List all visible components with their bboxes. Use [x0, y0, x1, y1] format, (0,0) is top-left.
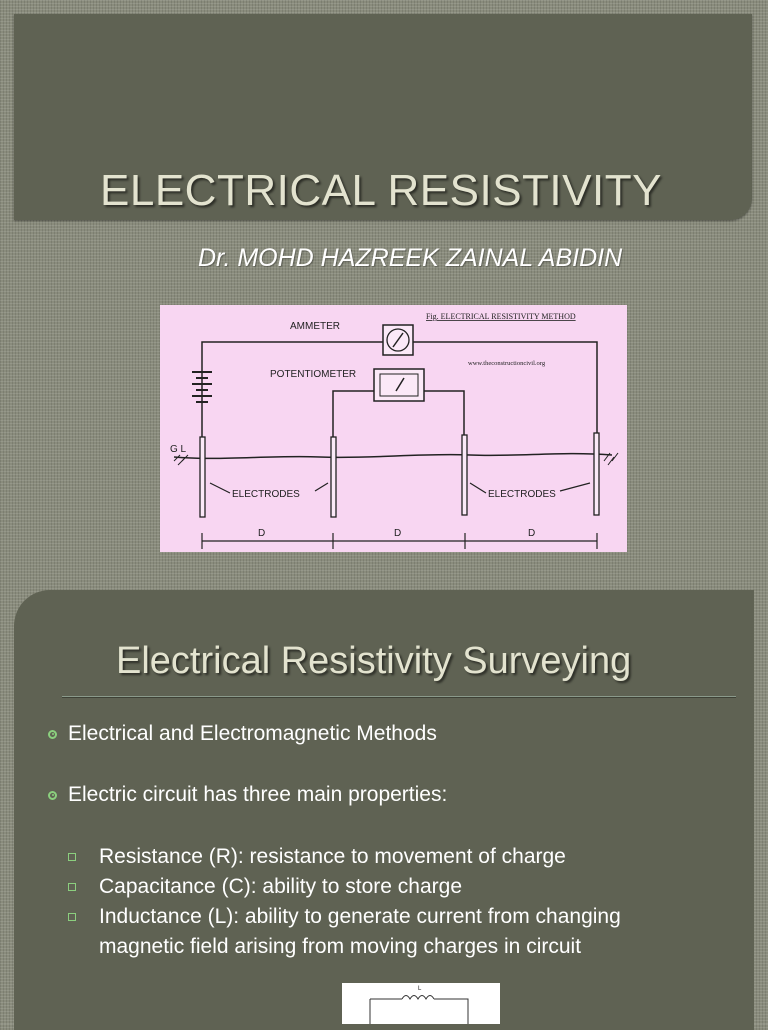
- ammeter-label: AMMETER: [290, 321, 340, 332]
- slide-1: ELECTRICAL RESISTIVITY Dr. MOHD HAZREEK …: [14, 14, 752, 552]
- title-divider: [62, 696, 736, 698]
- bullet-item: Electric circuit has three main properti…: [48, 780, 447, 810]
- sub-bullet-text: Capacitance (C): ability to store charge: [99, 875, 462, 898]
- electrodes-label-left: ELECTRODES: [232, 489, 300, 500]
- content-panel: Electrical Resistivity Surveying: [14, 590, 754, 1030]
- diagram-caption: Fig. ELECTRICAL RESISTIVITY METHOD: [426, 312, 576, 321]
- bullet-item: Electrical and Electromagnetic Methods: [48, 719, 437, 749]
- sub-bullet-item: Resistance (R): resistance to movement o…: [68, 842, 699, 872]
- square-bullet-icon: [68, 853, 76, 861]
- current-circuit-wire: [201, 341, 598, 439]
- bullet-icon: [48, 790, 57, 800]
- author-name: Dr. MOHD HAZREEK ZAINAL ABIDIN: [198, 244, 623, 272]
- ground-label: G L: [170, 444, 187, 455]
- electrodes-label-right: ELECTRODES: [488, 489, 556, 500]
- ground-hatch-right: [603, 452, 619, 466]
- slide-2: Electrical Resistivity Surveying Electri…: [0, 590, 768, 1030]
- sub-bullet-text: Inductance (L): ability to generate curr…: [99, 905, 621, 958]
- spacing-label-3: D: [528, 528, 535, 539]
- electrode-4: [593, 432, 600, 516]
- potentiometer-icon: [373, 368, 425, 402]
- diagram-website: www.theconstructioncivil.org: [468, 360, 546, 367]
- ground-line: [173, 452, 613, 460]
- electrode-3: [461, 434, 468, 516]
- section-title: Electrical Resistivity Surveying: [116, 640, 632, 682]
- bullet-icon: [48, 729, 57, 739]
- inductor-coil: [401, 995, 435, 1001]
- bullet-text: Electric circuit has three main properti…: [68, 783, 448, 806]
- bullet-text: Electrical and Electromagnetic Methods: [68, 722, 437, 745]
- inductor-circuit-svg: L: [369, 986, 469, 1024]
- ground-hatch-left: [173, 454, 189, 466]
- sub-bullet-item: Capacitance (C): ability to store charge: [68, 872, 699, 902]
- circuit-mini-diagram: L: [342, 983, 500, 1024]
- electrode-2: [330, 436, 337, 518]
- sub-bullet-text: Resistance (R): resistance to movement o…: [99, 845, 566, 868]
- spacing-label-2: D: [394, 528, 401, 539]
- ammeter-icon: [382, 324, 414, 356]
- resistivity-method-diagram: Fig. ELECTRICAL RESISTIVITY METHOD www.t…: [160, 305, 627, 552]
- sub-bullet-item: Inductance (L): ability to generate curr…: [68, 902, 699, 962]
- spacing-label-1: D: [258, 528, 265, 539]
- potentiometer-label: POTENTIOMETER: [270, 369, 356, 380]
- electrode-1: [199, 436, 206, 518]
- square-bullet-icon: [68, 913, 76, 921]
- diagram-svg: Fig. ELECTRICAL RESISTIVITY METHOD www.t…: [170, 312, 619, 549]
- spacing-dimension: [201, 533, 598, 549]
- battery-icon: [192, 371, 212, 403]
- square-bullet-icon: [68, 883, 76, 891]
- title-panel: ELECTRICAL RESISTIVITY: [14, 14, 752, 220]
- inductor-label: L: [418, 986, 422, 992]
- potential-circuit-wire: [332, 390, 465, 439]
- slide-title: ELECTRICAL RESISTIVITY: [100, 166, 662, 215]
